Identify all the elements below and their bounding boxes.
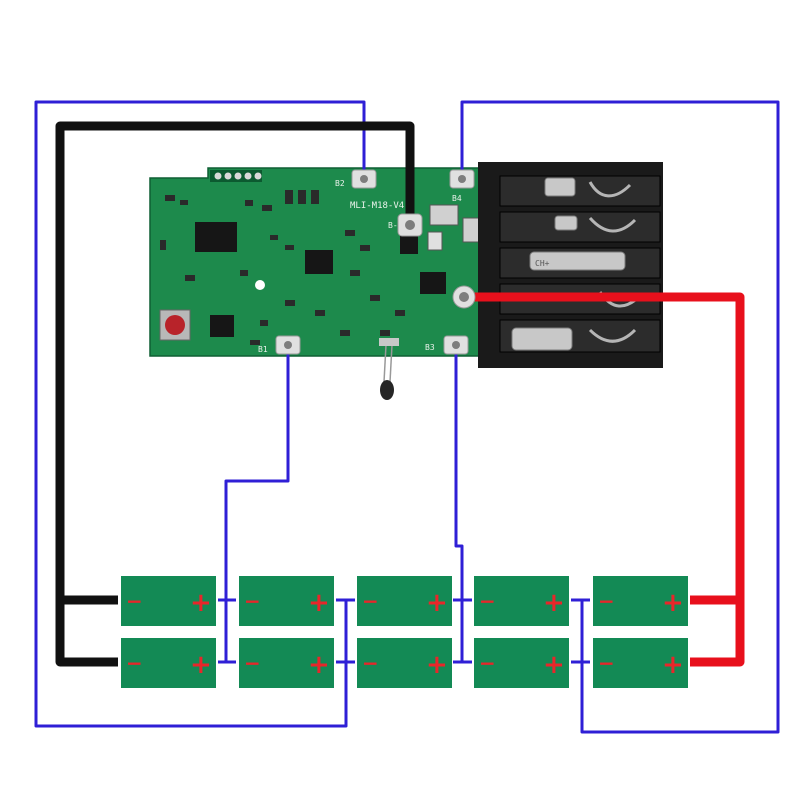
battery-cell: −+ [474,638,569,688]
cell-plus-terminal: + [426,650,448,680]
reset-button [159,309,191,341]
ic-chip [429,204,459,226]
battery-cell: −+ [593,638,688,688]
battery-cell: −+ [357,576,452,626]
pad-label-b1: B1 [258,345,268,354]
battery-cell: −+ [121,576,216,626]
wire-blue-b1 [224,346,290,662]
cell-minus-terminal: − [244,651,261,675]
cell-plus-terminal: + [662,588,684,618]
cell-body [121,638,216,688]
cell-body [239,638,334,688]
wires [34,100,780,734]
cell-body [357,638,452,688]
cell-plus-terminal: + [308,588,330,618]
mounting-hole [255,280,265,290]
bms-pcb: MLI-M18-V4 B2 B4 B- B1 B3 [149,167,501,400]
ic-chip [305,250,333,274]
pad-b2 [351,169,377,189]
battery-cell: −+ [357,638,452,688]
pad-b3 [443,335,469,355]
pad-label-b2: B2 [335,179,345,188]
ic-chip [427,231,443,251]
cell-minus-terminal: − [598,651,615,675]
battery-cell: −+ [239,576,334,626]
battery-cell: −+ [593,576,688,626]
smd-components [160,190,405,345]
cell-plus-terminal: + [543,650,565,680]
solder-pads [275,169,476,355]
wire-red-positive [464,292,745,667]
cell-plus-terminal: + [190,588,212,618]
cell-body [239,576,334,626]
cell-minus-terminal: − [126,589,143,613]
ic-chip [210,315,234,337]
pad-b4 [449,169,475,189]
wire-blue-b3 [454,346,464,662]
pad-label-b3: B3 [425,343,435,352]
cell-body [474,638,569,688]
cell-body [357,576,452,626]
pad-bminus [397,213,423,237]
connector-ch-label: CH+ [535,259,550,268]
cell-plus-terminal: + [190,650,212,680]
cell-body [474,576,569,626]
ic-chip [400,232,418,254]
cell-body [121,576,216,626]
pad-b1 [275,335,301,355]
cell-body [593,638,688,688]
wire-blue-b2 [34,100,366,728]
thermistor [379,338,399,400]
battery-cell: −+ [121,638,216,688]
cell-plus-terminal: + [426,588,448,618]
cell-minus-terminal: − [126,651,143,675]
cell-minus-terminal: − [244,589,261,613]
cell-minus-terminal: − [479,651,496,675]
battery-connector: CH+ [478,162,663,368]
battery-cell: −+ [474,576,569,626]
cell-plus-terminal: + [662,650,684,680]
ic-chip [420,272,446,294]
pad-bplus [452,285,476,309]
battery-cell: −+ [239,638,334,688]
cell-body [593,576,688,626]
battery-cells: −+−+−+−+−+−+−+−+−+−+ [121,576,688,688]
wire-black-bminus [55,121,415,667]
cell-minus-terminal: − [362,589,379,613]
header-pins [210,170,262,182]
cell-minus-terminal: − [598,589,615,613]
cell-minus-terminal: − [479,589,496,613]
cell-minus-terminal: − [362,651,379,675]
cell-plus-terminal: + [543,588,565,618]
wire-blue-b4 [460,100,780,734]
board-model-label: MLI-M18-V4 [350,201,404,211]
pad-label-b4: B4 [452,194,462,203]
pad-label-bminus: B- [388,221,398,230]
ic-chip [195,222,237,252]
cell-plus-terminal: + [308,650,330,680]
